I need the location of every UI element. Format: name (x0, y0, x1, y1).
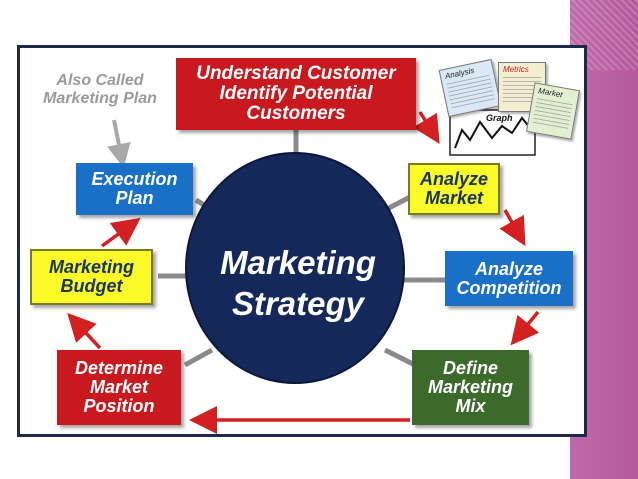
understand-line-3: Customers (246, 102, 346, 124)
analyze-market-box: Analyze Market (408, 163, 500, 215)
note-line-2: Marketing Plan (43, 89, 157, 107)
arrow-understand-to-market (413, 111, 440, 144)
execution-line-2: Plan (115, 188, 154, 208)
define-mix-line-3: Mix (455, 395, 486, 416)
spoke-upper-right (383, 193, 414, 213)
spoke-lower-right (383, 347, 417, 368)
analyze-market-line-2: Market (424, 188, 484, 208)
center-line-2: Strategy (231, 285, 365, 323)
center-line-1: Marketing (220, 244, 376, 281)
define-marketing-mix-box: Define Marketing Mix (412, 350, 529, 425)
market-label: Market (537, 86, 564, 100)
metrics-document: Metrics (498, 62, 546, 112)
execution-plan-box: Execution Plan (76, 163, 193, 215)
note-line-1: Also Called (56, 72, 144, 89)
analyze-competition-box: Analyze Competition (445, 251, 573, 306)
market-text-lines (532, 98, 573, 130)
arrow-competition-to-mix (510, 310, 540, 346)
understand-line-1: Understand Customer (196, 63, 396, 85)
analyze-market-line-1: Analyze (419, 169, 489, 190)
arrow-market-to-competition (499, 209, 526, 247)
arrow-budget-to-execution (100, 217, 141, 248)
define-mix-line-2: Marketing (427, 377, 514, 398)
center-label: Marketing Strategy (188, 242, 408, 325)
analyze-competition-line-2: Competition (456, 277, 562, 298)
analysis-text-lines (446, 74, 496, 110)
understand-customer-box: Understand Customer Identify Potential C… (176, 58, 416, 130)
budget-line-2: Budget (60, 276, 123, 296)
market-document: Market (526, 82, 580, 140)
execution-line-1: Execution (91, 169, 178, 190)
understand-line-2: Identify Potential (219, 83, 373, 105)
also-called-note: Also Called Marketing Plan (30, 72, 170, 107)
graph-card (449, 109, 536, 156)
graph-label: Graph (486, 113, 513, 123)
budget-line-1: Marketing (48, 257, 135, 278)
define-mix-line-1: Define (442, 358, 498, 379)
graph-line (454, 116, 531, 149)
spoke-lower-left (183, 347, 214, 368)
determine-line-3: Position (83, 395, 155, 416)
arrow-position-to-budget (67, 312, 102, 350)
center-ellipse (185, 152, 405, 384)
determine-line-2: Market (89, 377, 149, 398)
determine-line-1: Determine (74, 358, 164, 379)
analyze-competition-line-1: Analyze (474, 258, 544, 279)
metrics-label: Metrics (503, 65, 529, 74)
note-arrow (107, 119, 131, 168)
determine-market-position-box: Determine Market Position (57, 350, 181, 425)
flow-arrows (67, 111, 540, 434)
marketing-budget-box: Marketing Budget (30, 249, 153, 305)
